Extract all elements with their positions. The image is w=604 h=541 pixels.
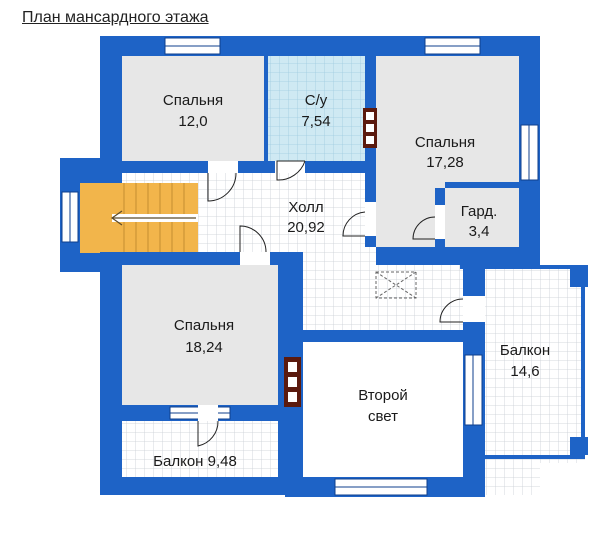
door-openings	[198, 161, 485, 421]
room-label-name: Холл	[288, 199, 323, 216]
room-label-name: Гард.	[461, 203, 498, 220]
door-swings	[197, 160, 464, 447]
room-label-area: 7,54	[301, 113, 330, 130]
room-bathroom	[268, 56, 365, 161]
page-title: План мансардного этажа	[22, 9, 209, 26]
room-label-area: 14,6	[510, 363, 539, 380]
room-label-name: Спальня	[415, 134, 475, 151]
room-label-name: Балкон 9,48	[153, 453, 237, 470]
vent-shaft-icon	[284, 357, 301, 407]
room-label-area: 3,4	[469, 223, 490, 240]
room-label-area: 17,28	[426, 154, 464, 171]
room-second-light	[303, 342, 463, 477]
room-label-name: Балкон	[500, 342, 550, 359]
staircase	[80, 183, 198, 253]
room-label-area: 12,0	[178, 113, 207, 130]
room-label-area: свет	[368, 408, 398, 425]
room-label-area: 18,24	[185, 339, 223, 356]
room-bedroom-3	[122, 265, 278, 405]
room-label-name: Спальня	[163, 92, 223, 109]
room-label-name: С/у	[305, 92, 328, 109]
attic-hatch-icon	[375, 271, 417, 299]
room-bedroom-1	[122, 56, 264, 161]
room-wardrobe	[445, 188, 504, 247]
room-label-area: 20,92	[287, 219, 325, 236]
vent-shaft-icon	[363, 108, 377, 148]
room-label-name: Второй	[358, 387, 408, 404]
room-label-name: Спальня	[174, 317, 234, 334]
